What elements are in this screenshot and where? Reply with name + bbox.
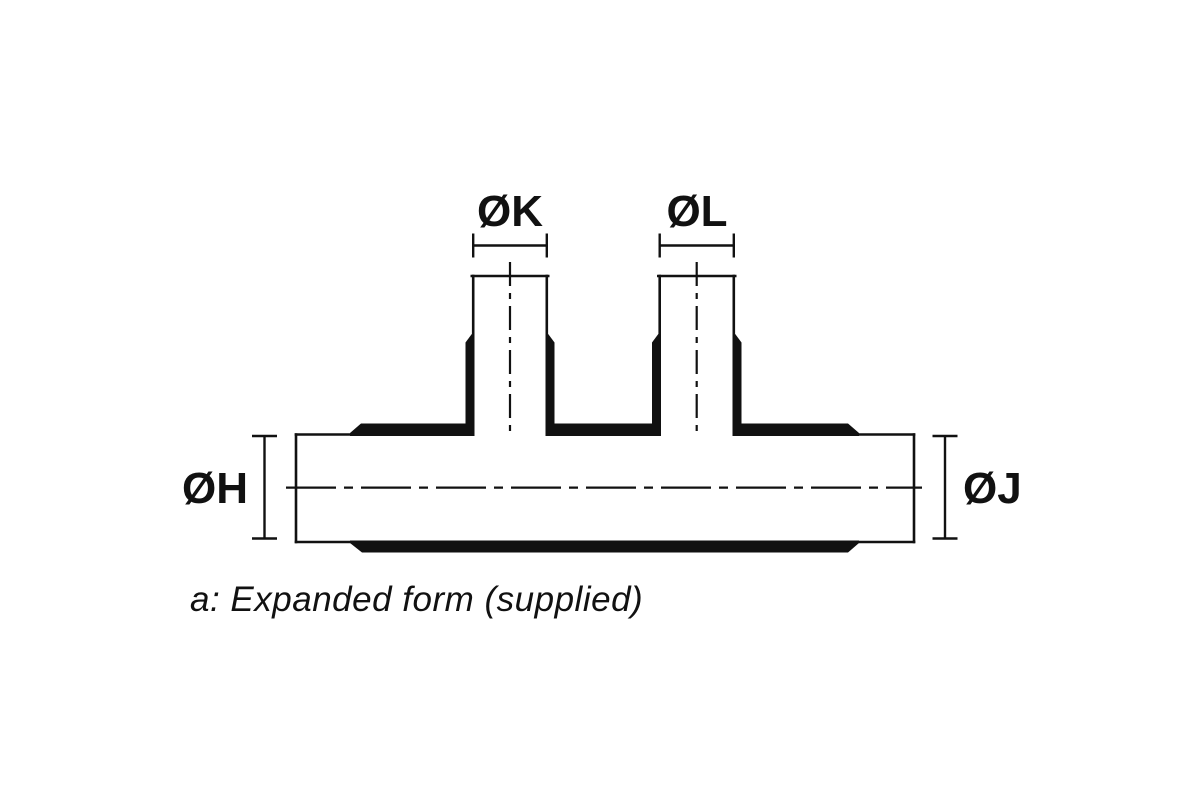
branch2-right-thick-wall bbox=[732, 334, 742, 436]
branch2-left-thick-wall bbox=[652, 334, 661, 436]
dimension-J: ØJ bbox=[932, 434, 1022, 540]
figure-caption: a: Expanded form (supplied) bbox=[190, 580, 643, 619]
dim-J-label: ØJ bbox=[963, 464, 1022, 513]
expanded-wall-regions bbox=[350, 334, 859, 553]
body-top-band-right bbox=[732, 423, 859, 436]
body-top-band-middle bbox=[545, 423, 661, 436]
dimension-L: ØL bbox=[658, 187, 735, 258]
body-top-band-left bbox=[350, 423, 475, 436]
branch1-left-thick-wall bbox=[465, 334, 475, 436]
dim-K-label: ØK bbox=[477, 187, 543, 236]
center-lines bbox=[286, 262, 922, 489]
tube-outline bbox=[294, 274, 916, 544]
body-bottom-band bbox=[350, 540, 859, 553]
dim-H-label: ØH bbox=[182, 464, 248, 513]
dimension-H: ØH bbox=[182, 434, 277, 540]
dimension-K: ØK bbox=[472, 187, 548, 258]
branch1-right-thick-wall bbox=[545, 334, 555, 436]
dim-L-label: ØL bbox=[666, 187, 727, 236]
